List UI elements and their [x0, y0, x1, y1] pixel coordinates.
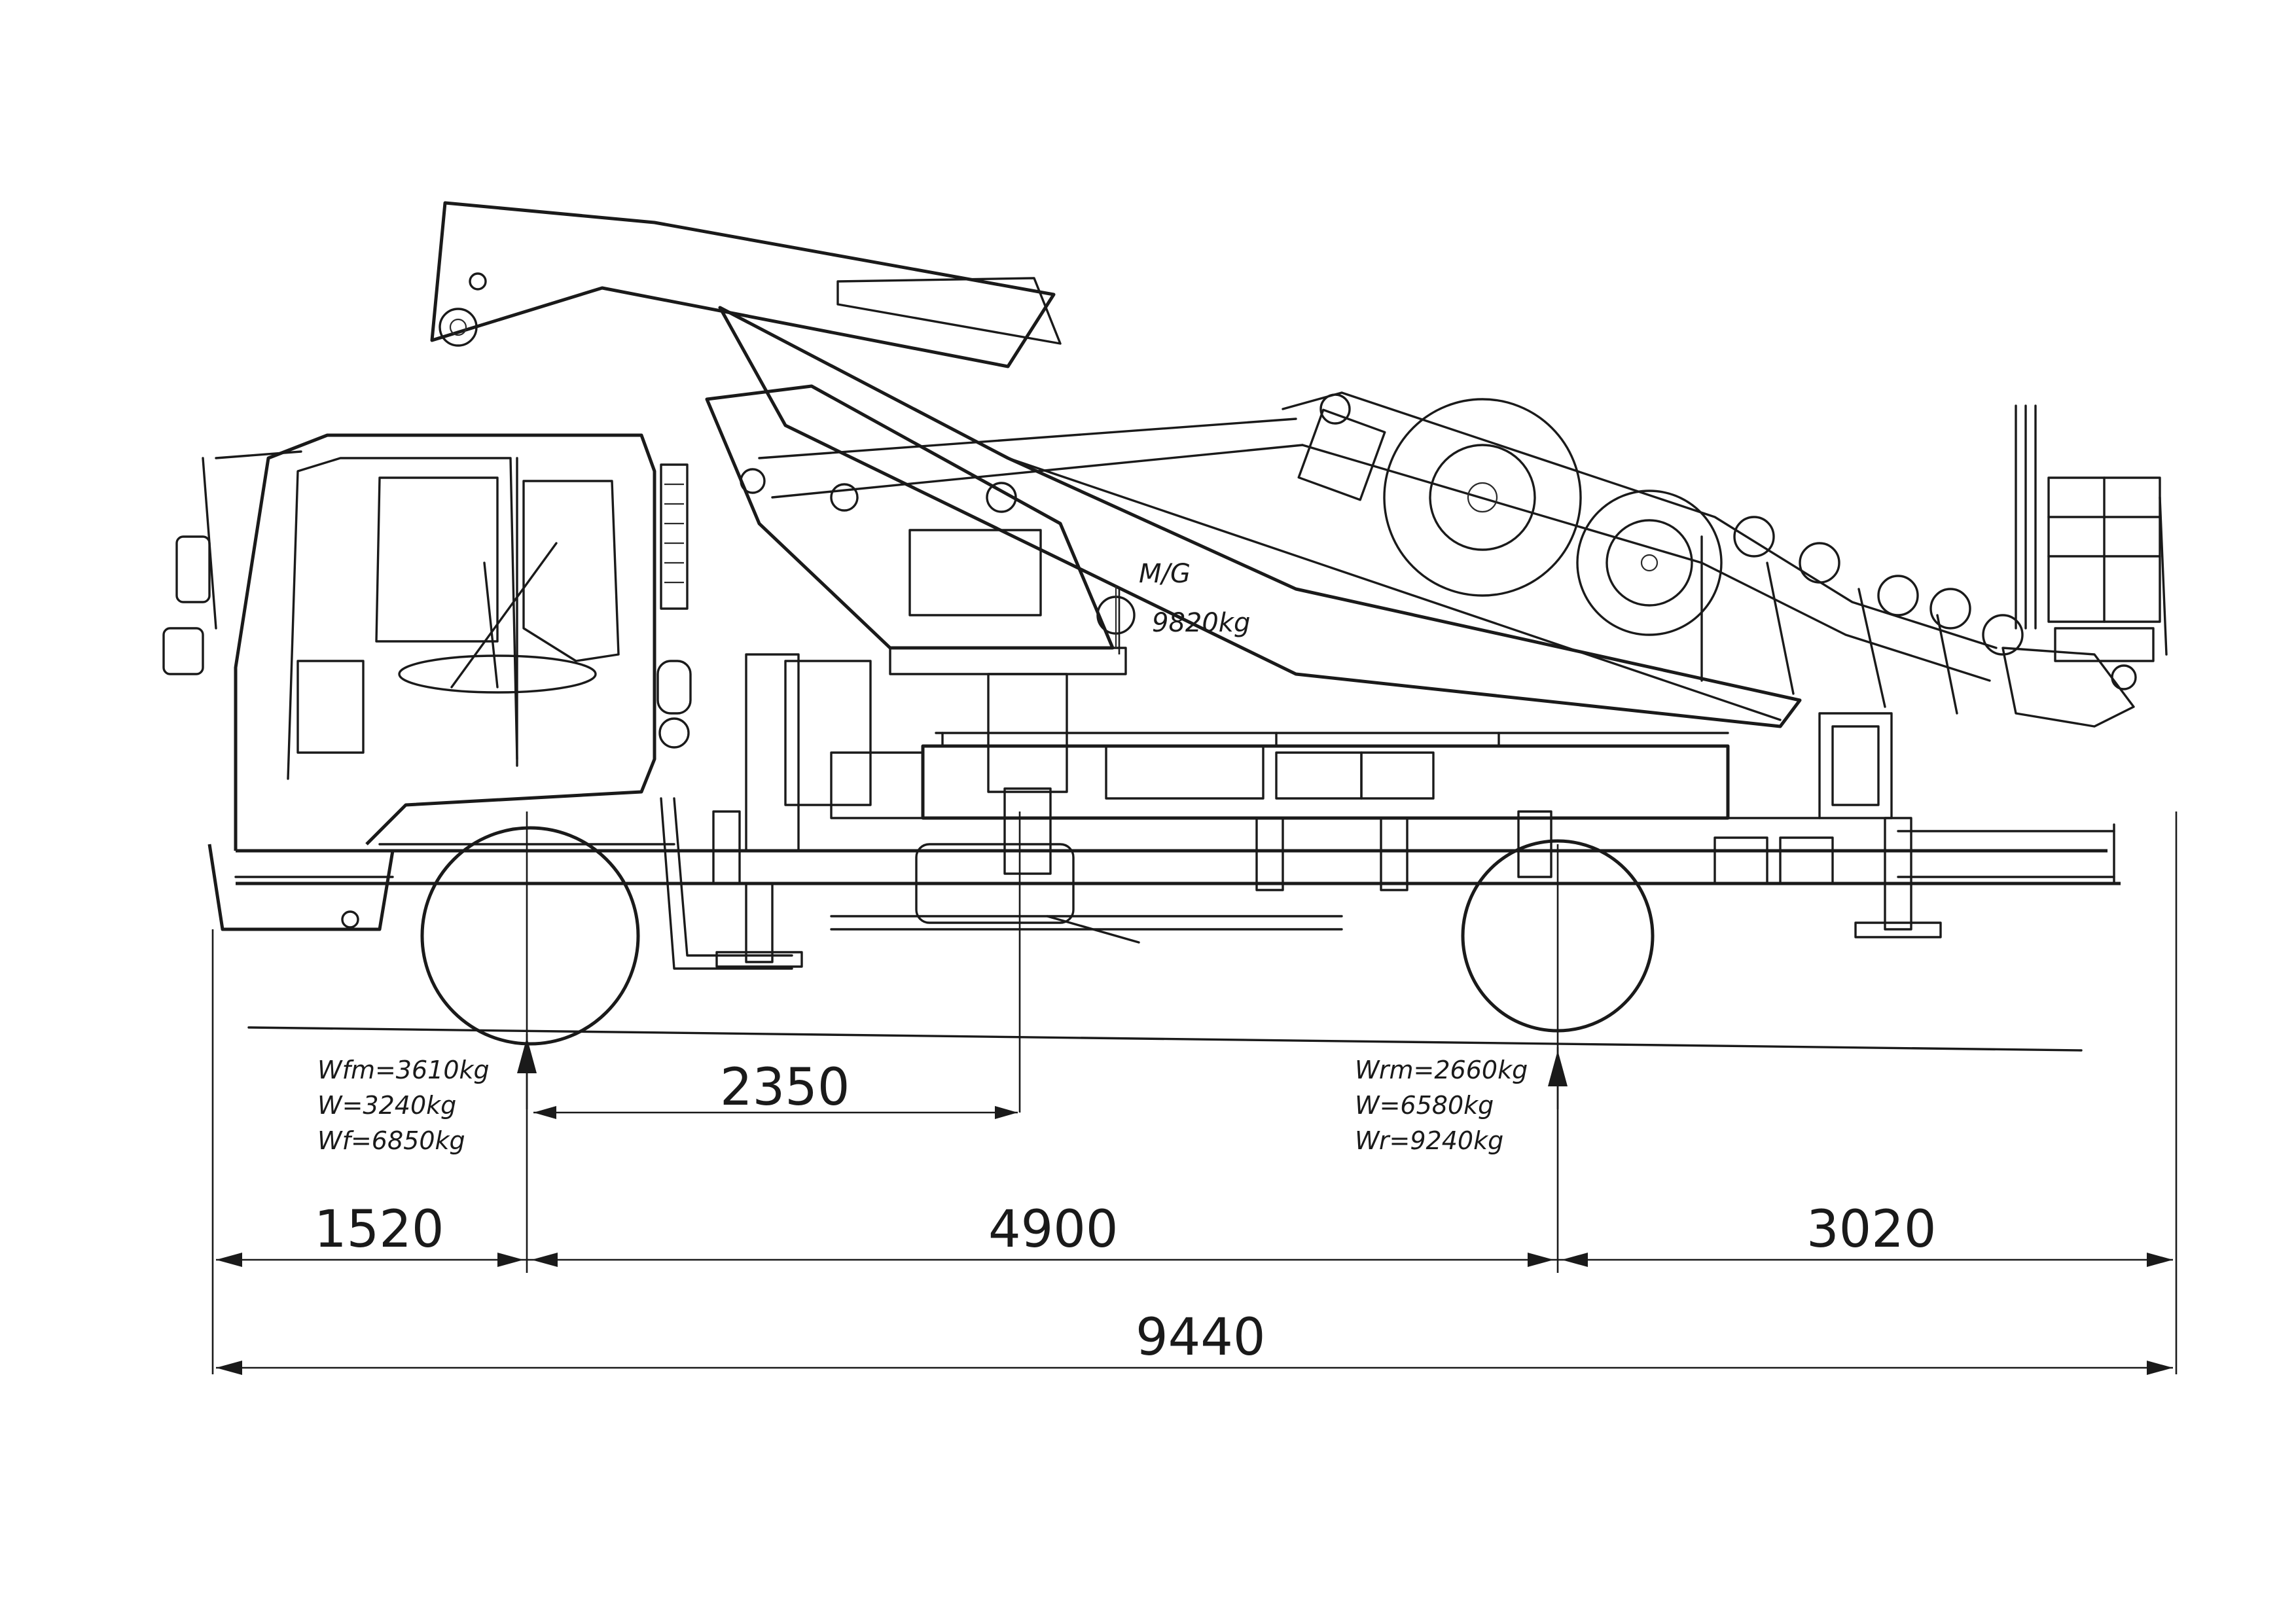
ground-line	[247, 1026, 2083, 1052]
outrigger-jacks	[712, 787, 1942, 968]
boom-tip-mechanism	[1700, 516, 2135, 728]
front-wf-label: Wf=6850kg	[317, 1126, 465, 1155]
dim-cg-from-front-axle: 2350	[720, 1058, 850, 1117]
work-platform-basket	[2015, 404, 2168, 690]
rear-w-label: W=6580kg	[1355, 1091, 1494, 1120]
cg-label: M/G	[1139, 559, 1191, 589]
truck-body-deck	[745, 653, 1893, 852]
dim-rear-overhang: 3020	[1806, 1200, 1937, 1259]
front-wheel	[420, 826, 640, 1046]
hose-reel-drums	[1383, 398, 1723, 636]
front-w-label: W=3240kg	[317, 1091, 456, 1120]
rear-wrm-label: Wrm=2660kg	[1355, 1056, 1528, 1084]
rear-wr-label: Wr=9240kg	[1355, 1126, 1503, 1155]
truck-cab	[162, 433, 692, 931]
front-wfm-label: Wfm=3610kg	[317, 1056, 490, 1084]
dim-front-overhang: 1520	[314, 1200, 444, 1259]
dim-overall-length: 9440	[1136, 1308, 1266, 1367]
chassis-frame	[236, 797, 2121, 970]
dim-wheelbase: 4900	[988, 1200, 1119, 1259]
dimension-lines	[211, 589, 2178, 1375]
cg-mass: 9820kg	[1152, 608, 1250, 638]
turret-pedestal	[705, 384, 1136, 793]
